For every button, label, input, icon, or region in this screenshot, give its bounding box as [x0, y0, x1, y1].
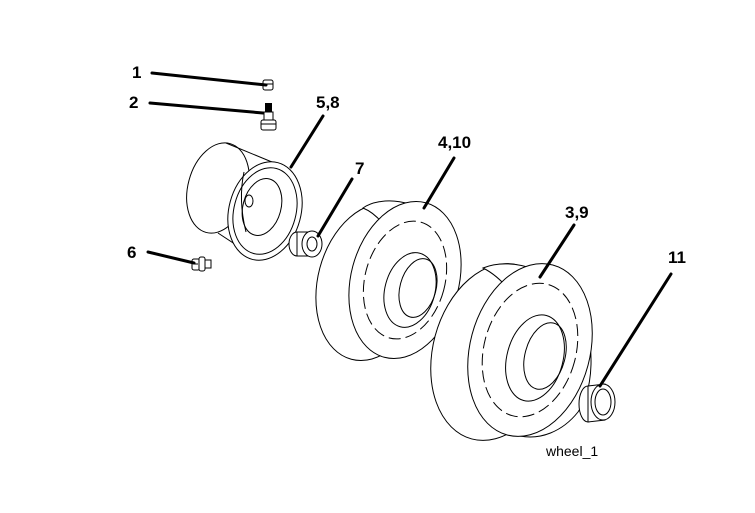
callout-1: 1 — [132, 63, 141, 82]
wheel-rim-part — [186, 142, 303, 261]
grease-fitting-part — [191, 256, 212, 272]
leader-line-6 — [146, 250, 196, 265]
valve-stem-part — [260, 103, 277, 131]
callout-7: 7 — [355, 159, 364, 178]
callout-6: 6 — [127, 243, 136, 262]
bushing-part — [288, 230, 323, 258]
leader-line-4-10 — [422, 156, 456, 210]
callout-5-8: 5,8 — [316, 93, 340, 112]
leader-line-11 — [598, 272, 673, 388]
leader-line-2 — [148, 101, 265, 115]
diagram-caption: wheel_1 — [545, 443, 598, 459]
front-tire-part — [315, 200, 462, 362]
leader-line-1 — [150, 71, 268, 87]
leader-line-3-9 — [538, 223, 576, 279]
callout-2: 2 — [129, 93, 138, 112]
hub-cap-part — [578, 383, 616, 423]
leader-line-5-8 — [289, 114, 325, 169]
leader-line-7 — [316, 177, 354, 238]
callout-3-9: 3,9 — [565, 203, 589, 222]
callout-4-10: 4,10 — [438, 133, 471, 152]
rear-tire-part — [430, 263, 593, 441]
callout-11: 11 — [668, 248, 686, 267]
